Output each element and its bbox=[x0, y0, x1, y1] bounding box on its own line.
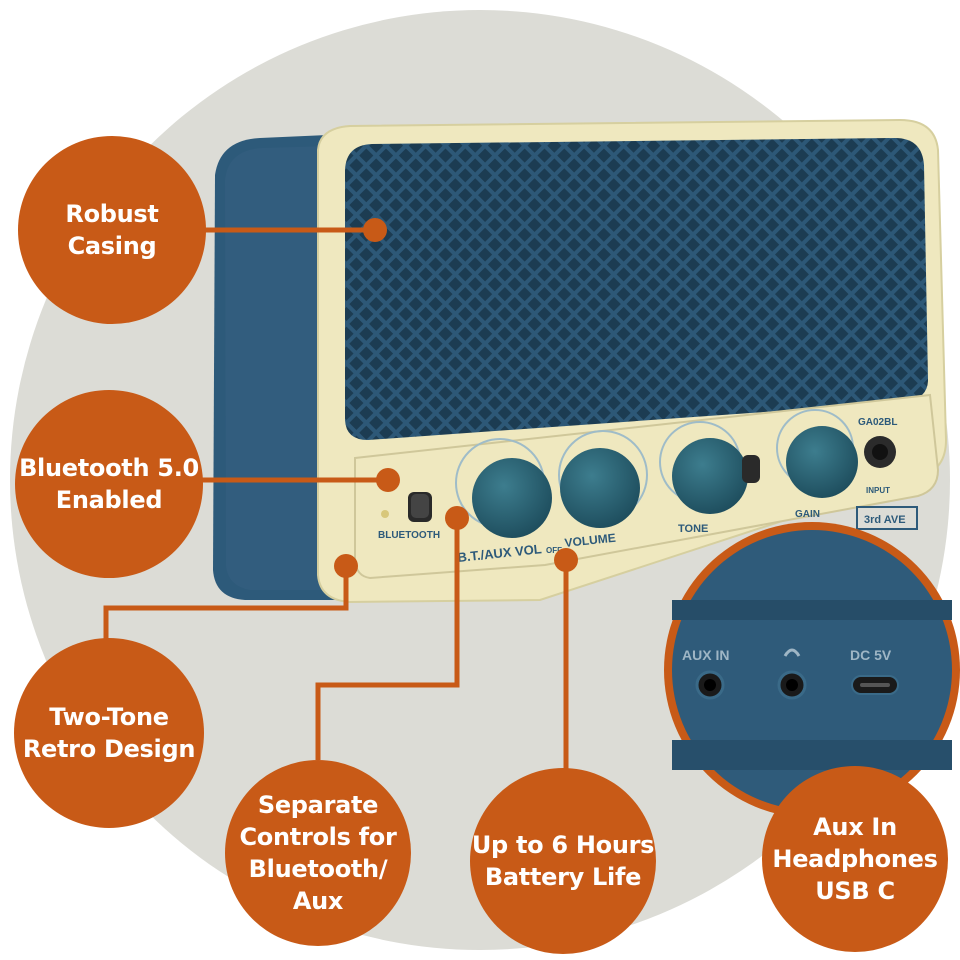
label-brand: 3rd AVE bbox=[864, 514, 906, 526]
bluetooth-button-illustration bbox=[381, 492, 432, 522]
label-dc: DC 5V bbox=[850, 647, 892, 663]
headphone-icon bbox=[783, 648, 801, 657]
label-bluetooth: BLUETOOTH bbox=[378, 530, 440, 541]
label-volume: VOLUME bbox=[564, 531, 617, 550]
ports-inset: AUX IN DC 5V bbox=[664, 522, 960, 818]
label-model: GA02BL bbox=[858, 417, 897, 428]
knobs bbox=[455, 409, 896, 538]
label-aux-in: AUX IN bbox=[682, 647, 729, 663]
label-tone: TONE bbox=[678, 523, 708, 535]
label-gain: GAIN bbox=[795, 509, 820, 520]
connector-lines bbox=[103, 227, 569, 770]
callout-ports: Aux In Headphones USB C bbox=[762, 766, 948, 952]
label-off: OFF bbox=[546, 546, 562, 555]
callout-robust-casing-text: Robust Casing bbox=[65, 200, 159, 260]
callout-ports-text: Aux In Headphones USB C bbox=[772, 813, 938, 905]
brand-plate bbox=[856, 506, 918, 530]
callout-retro-design-text: Two-Tone Retro Design bbox=[22, 703, 196, 763]
callout-bluetooth-text: Bluetooth 5.0 Enabled bbox=[19, 454, 199, 514]
callout-battery-life-text: Up to 6 Hours Battery Life bbox=[471, 831, 655, 891]
label-input: INPUT bbox=[866, 486, 890, 495]
callout-battery-life: Up to 6 Hours Battery Life bbox=[470, 768, 656, 954]
callout-retro-design: Two-Tone Retro Design bbox=[14, 638, 204, 828]
callout-separate-controls: Separate Controls for Bluetooth/ Aux bbox=[225, 760, 411, 946]
callout-bluetooth: Bluetooth 5.0 Enabled bbox=[15, 390, 203, 578]
callout-robust-casing: Robust Casing bbox=[18, 136, 206, 324]
callout-separate-controls-text: Separate Controls for Bluetooth/ Aux bbox=[239, 791, 397, 915]
connector-dots bbox=[334, 218, 578, 578]
